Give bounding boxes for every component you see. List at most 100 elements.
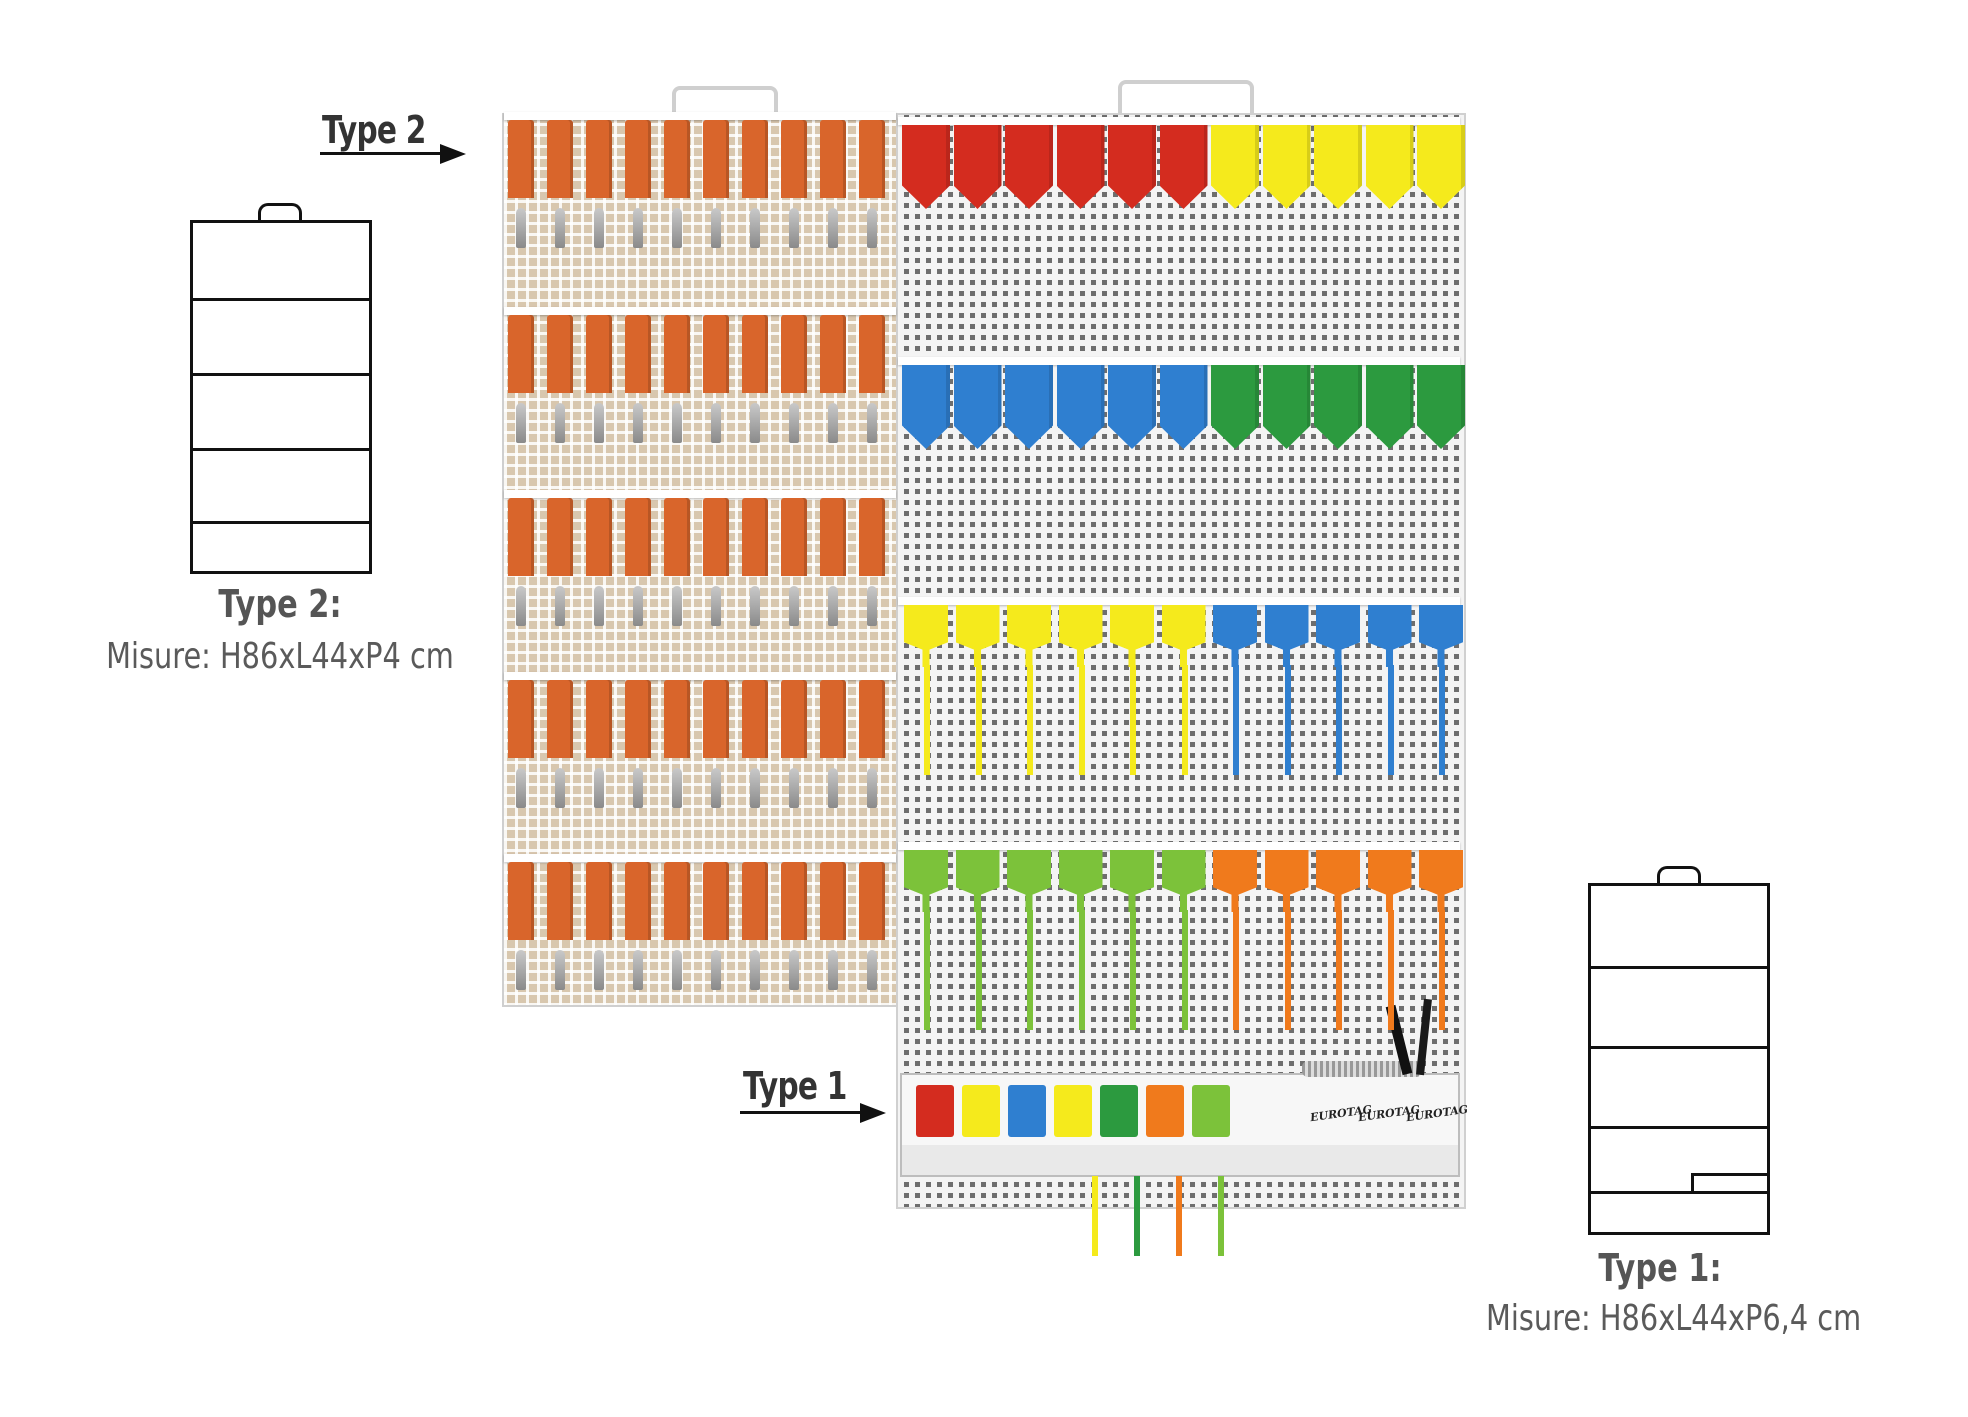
hook-rail [898, 597, 1460, 605]
hook-rail [504, 854, 896, 862]
key-tag [664, 498, 690, 576]
key-tag [703, 862, 729, 940]
key-tag [781, 120, 807, 198]
key-tag [586, 120, 612, 198]
key-icon [633, 403, 643, 443]
key-tag [859, 498, 885, 576]
key-icon [711, 768, 721, 808]
key-icon [789, 208, 799, 248]
key-tag [547, 315, 573, 393]
key-icon [750, 403, 760, 443]
key-tag [664, 120, 690, 198]
key-tag [781, 315, 807, 393]
key-tag [781, 680, 807, 758]
key-icon [789, 586, 799, 626]
key-tag [508, 680, 534, 758]
key-icon [672, 403, 682, 443]
key-icon [555, 208, 565, 248]
key-icon [555, 403, 565, 443]
key-icon [867, 768, 877, 808]
key-tag [547, 862, 573, 940]
key-icon [633, 768, 643, 808]
panel-handle [1118, 80, 1254, 116]
shelf-line [193, 373, 369, 376]
key-tag [742, 680, 768, 758]
tray-key-tag [1100, 1085, 1138, 1137]
key-icon [867, 403, 877, 443]
tag-stick [1336, 665, 1342, 775]
type1-arrow-line [740, 1111, 862, 1114]
key-tag [820, 680, 846, 758]
key-tag [664, 680, 690, 758]
key-icon [828, 950, 838, 990]
tag-stick [1027, 910, 1033, 1030]
key-tag [820, 315, 846, 393]
key-icon [672, 950, 682, 990]
key-tag [820, 498, 846, 576]
key-tag [742, 120, 768, 198]
key-icon [633, 208, 643, 248]
tray-key-tag [1146, 1085, 1184, 1137]
hook-rail [898, 357, 1460, 365]
arrow-right-icon [440, 144, 466, 164]
key-icon [750, 586, 760, 626]
key-icon [516, 586, 526, 626]
key-icon [594, 403, 604, 443]
key-icon [672, 586, 682, 626]
key-icon [594, 586, 604, 626]
hook-rail [504, 490, 896, 498]
tag-stick [1387, 910, 1394, 1030]
tray-outline [1588, 1191, 1770, 1232]
tag-stick [1284, 665, 1291, 775]
key-icon [516, 403, 526, 443]
key-tag [820, 862, 846, 940]
tag-stick [1439, 910, 1445, 1030]
key-icon [789, 950, 799, 990]
key-tag [586, 315, 612, 393]
key-tag [547, 498, 573, 576]
shelf-line [193, 298, 369, 301]
tag-stick [1233, 910, 1239, 1030]
type1-cabinet-icon [1588, 883, 1770, 1235]
panel-handle [672, 86, 778, 118]
type1-caption-title: Type 1: [1598, 1246, 1722, 1290]
hook-rail [504, 307, 896, 315]
key-icon [594, 768, 604, 808]
tray-key-tag [1192, 1085, 1230, 1137]
key-tag [742, 498, 768, 576]
key-tag [586, 498, 612, 576]
key-icon [828, 768, 838, 808]
tag-stick [1092, 1176, 1098, 1256]
tag-stick [1387, 665, 1394, 775]
key-icon [867, 950, 877, 990]
tray-key-tag [1054, 1085, 1092, 1137]
key-icon [828, 208, 838, 248]
key-icon [516, 208, 526, 248]
key-tag [625, 680, 651, 758]
key-icon [555, 768, 565, 808]
key-tag [508, 498, 534, 576]
tag-stick [1439, 665, 1445, 775]
key-icon [828, 586, 838, 626]
key-tag [625, 120, 651, 198]
key-tag [742, 315, 768, 393]
tray-step [1691, 1173, 1770, 1194]
key-icon [711, 586, 721, 626]
tray-key-tag [962, 1085, 1000, 1137]
key-tag [547, 680, 573, 758]
key-icon [516, 950, 526, 990]
key-icon [594, 950, 604, 990]
key-icon [711, 950, 721, 990]
hook-rail [504, 672, 896, 680]
type2-caption-title: Type 2: [218, 582, 342, 626]
key-icon [828, 403, 838, 443]
tag-stick [975, 910, 982, 1030]
hook-rail [898, 842, 1460, 850]
tag-stick [1130, 665, 1136, 775]
key-tag [859, 862, 885, 940]
tag-stick [1218, 1176, 1224, 1256]
key-tag [859, 315, 885, 393]
type1-arrow-label: Type 1 [743, 1064, 847, 1108]
key-tag [547, 120, 573, 198]
tray-key-tag [916, 1085, 954, 1137]
